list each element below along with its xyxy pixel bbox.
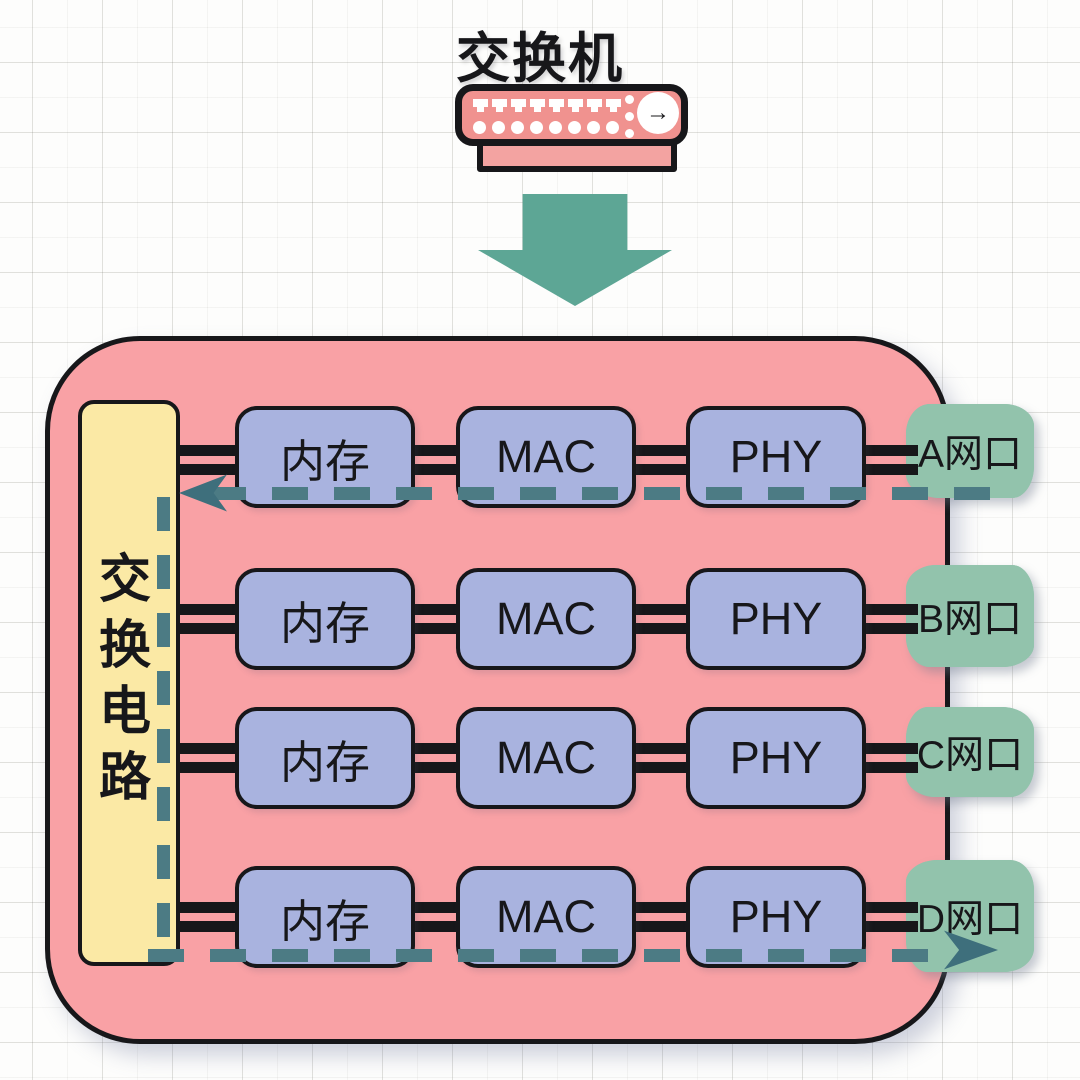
device-body: → (455, 84, 688, 146)
device-side-dots (625, 95, 634, 138)
mac-label: MAC (496, 732, 596, 783)
mac-label: MAC (496, 431, 596, 482)
port-b: B网口 (906, 565, 1034, 667)
port-jack-icon (492, 99, 507, 112)
flow-dash-vertical (157, 497, 170, 949)
memory-label: 内存 (279, 597, 370, 649)
down-arrow-icon (478, 194, 672, 306)
mac-label: MAC (496, 891, 596, 942)
dot-icon (625, 112, 634, 121)
right-arrow-glyph: → (646, 99, 670, 126)
led-dot-icon (530, 121, 543, 134)
port-d-label: D网口 (916, 898, 1024, 941)
phy-box-row-c: PHY (686, 707, 866, 809)
mac-label: MAC (496, 593, 596, 644)
phy-label: PHY (729, 593, 823, 644)
led-dot-icon (568, 121, 581, 134)
dot-icon (625, 95, 634, 104)
dot-icon (625, 129, 634, 138)
led-dot-icon (587, 121, 600, 134)
mac-box-row-c: MAC (456, 707, 636, 809)
phy-box-row-b: PHY (686, 568, 866, 670)
led-dot-icon (606, 121, 619, 134)
port-a: A网口 (906, 404, 1034, 498)
device-led-row (473, 121, 619, 134)
flow-dash-row-a (210, 487, 992, 500)
led-dot-icon (511, 121, 524, 134)
port-jack-icon (549, 99, 564, 112)
switch-circuit-label: 交换电路 (90, 551, 149, 815)
phy-label: PHY (729, 732, 823, 783)
port-jack-icon (511, 99, 526, 112)
port-jack-icon (473, 99, 488, 112)
phy-label: PHY (729, 431, 823, 482)
flow-dash-row-d (148, 949, 944, 962)
port-a-label: A网口 (917, 433, 1022, 476)
port-jack-icon (606, 99, 621, 112)
memory-label: 内存 (279, 435, 370, 487)
arrow-button-icon: → (637, 92, 679, 134)
memory-label: 内存 (279, 736, 370, 788)
led-dot-icon (549, 121, 562, 134)
memory-box-row-b: 内存 (235, 568, 415, 670)
port-c-label: C网口 (916, 734, 1024, 777)
memory-box-row-c: 内存 (235, 707, 415, 809)
port-jack-icon (587, 99, 602, 112)
port-b-label: B网口 (917, 598, 1022, 641)
port-jack-icon (530, 99, 545, 112)
phy-label: PHY (729, 891, 823, 942)
led-dot-icon (473, 121, 486, 134)
port-c: C网口 (906, 707, 1034, 797)
mac-box-row-b: MAC (456, 568, 636, 670)
port-jack-icon (568, 99, 583, 112)
page-title: 交换机 (456, 29, 624, 89)
led-dot-icon (492, 121, 505, 134)
device-port-row (473, 99, 621, 112)
memory-label: 内存 (279, 895, 370, 947)
